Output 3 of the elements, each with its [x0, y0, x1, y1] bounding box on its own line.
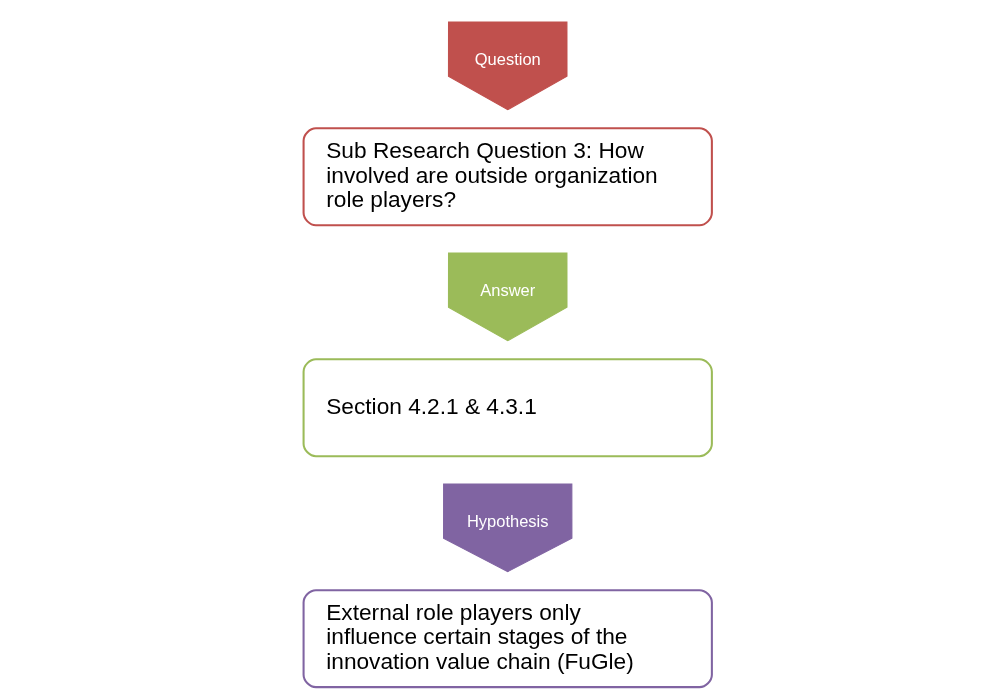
node-box: Section 4.2.1 & 4.3.1	[302, 358, 713, 458]
node-box: External role players only influence certain stages of the innovation value chain (FuGle)	[302, 589, 713, 689]
node-box: Sub Research Question 3: How involved are outside organization role players?	[302, 127, 713, 227]
